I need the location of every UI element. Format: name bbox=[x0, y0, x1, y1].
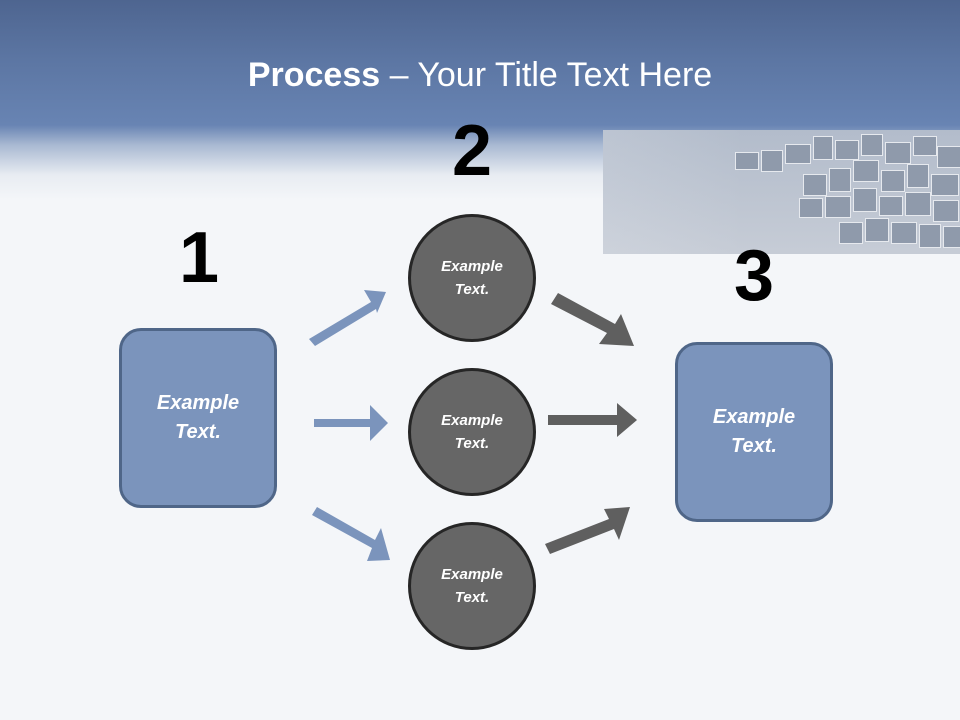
step-number-1: 1 bbox=[178, 218, 220, 298]
step-1-label: Example Text. bbox=[156, 392, 240, 443]
arrow-down-right-icon bbox=[312, 507, 390, 561]
step-3-box: Example Text. bbox=[675, 342, 833, 522]
arrow-right-icon bbox=[314, 405, 388, 441]
step-3-label: Example Text. bbox=[712, 406, 796, 457]
arrow-right-icon-2 bbox=[548, 403, 637, 437]
photo-collage-image bbox=[603, 130, 960, 254]
step-number-3: 3 bbox=[733, 236, 775, 316]
step-number-2: 2 bbox=[451, 111, 493, 191]
step-2-circle-middle: Example Text. bbox=[408, 368, 536, 496]
step-1-box: Example Text. bbox=[119, 328, 277, 508]
arrow-up-right-icon bbox=[309, 290, 386, 346]
circle-middle-label: Example Text. bbox=[441, 412, 503, 452]
step-2-circle-top: Example Text. bbox=[408, 214, 536, 342]
circle-bottom-label: Example Text. bbox=[441, 566, 503, 606]
title-bold: Process bbox=[247, 56, 381, 94]
arrow-up-right-icon-2 bbox=[545, 507, 630, 554]
slide-title: Process – Your Title Text Here bbox=[0, 50, 960, 100]
step-2-circle-bottom: Example Text. bbox=[408, 522, 536, 650]
circle-top-label: Example Text. bbox=[441, 258, 503, 298]
arrow-down-right-icon-2 bbox=[551, 293, 634, 346]
title-rest: – Your Title Text Here bbox=[380, 56, 713, 94]
